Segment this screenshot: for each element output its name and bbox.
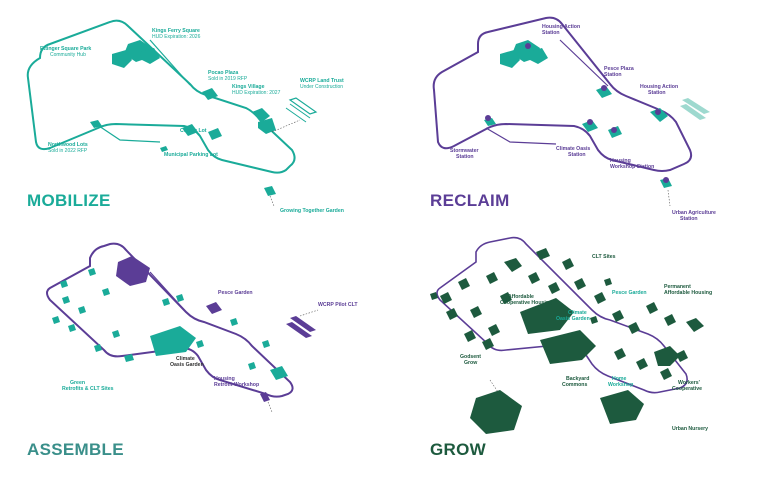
reclaim-title: RECLAIM	[430, 191, 510, 210]
wcrp-land-trust-parcel	[288, 97, 318, 115]
mobilize-label-municipal-parking: Municipal Parking Lot	[164, 152, 218, 158]
station-markers	[485, 43, 669, 183]
mobilize-route	[26, 19, 296, 174]
assemble-label-wcrp-pilot-clt: WCRP Pilot CLT	[318, 302, 358, 308]
grow-label-workers-coop: Workers'Cooperative	[672, 380, 702, 392]
reclaim-route	[432, 16, 693, 172]
assemble-route	[46, 242, 294, 398]
mobilize-parcels	[90, 40, 276, 196]
mobilize-label-growing-together: Growing Together Garden	[280, 208, 344, 214]
grow-label-clt-sites: CLT Sites	[592, 254, 616, 260]
assemble-label-pesce-garden: Pesce Garden	[218, 290, 253, 296]
grow-parcels	[430, 248, 704, 434]
grow-label-urban-nursery: Urban Nursery	[672, 426, 708, 432]
assemble-teal-parcels	[52, 268, 288, 380]
mobilize-label-corner-lot: Corner Lot	[180, 128, 207, 134]
grow-route	[436, 236, 688, 394]
reclaim-parcels	[484, 40, 672, 188]
reclaim-light-parcel	[682, 98, 710, 114]
grow-title: GROW	[430, 440, 487, 459]
assemble-title: ASSEMBLE	[27, 440, 124, 459]
mobilize-title: MOBILIZE	[27, 191, 111, 210]
assemble-purple-parcels	[116, 256, 316, 338]
grow-label-pesce-garden: Pesce Garden	[612, 290, 647, 296]
